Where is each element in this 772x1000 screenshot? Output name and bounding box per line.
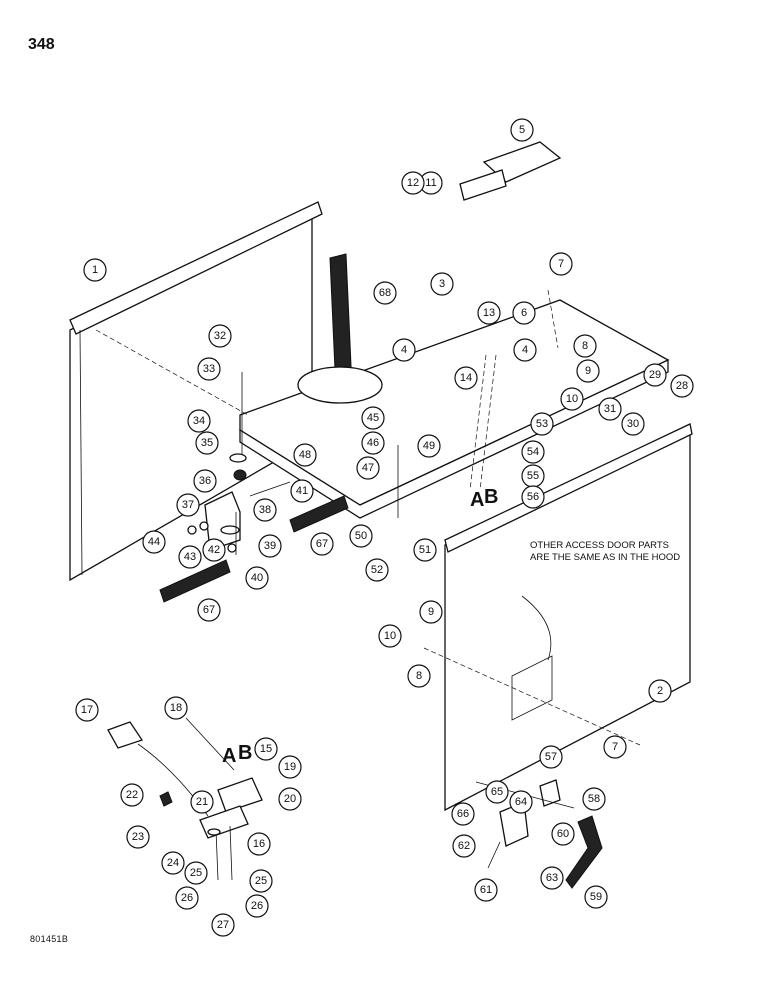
callout-39: 39 — [264, 540, 276, 552]
top-plate — [239, 299, 670, 519]
detail-inset — [107, 717, 263, 881]
section-label-a-upper: A — [470, 489, 484, 511]
callout-61: 61 — [480, 884, 492, 896]
section-label-b-upper: B — [484, 486, 498, 508]
callout-65: 65 — [491, 786, 503, 798]
callout-13: 13 — [483, 307, 495, 319]
callout-10-bottom: 10 — [384, 630, 396, 642]
bracket-assembly — [187, 372, 291, 553]
callout-40: 40 — [251, 572, 263, 584]
callout-50: 50 — [355, 530, 367, 542]
callout-18: 18 — [170, 702, 182, 714]
callout-7-bottom: 7 — [612, 741, 618, 753]
foam-strips-lower — [159, 495, 349, 603]
callout-67-lower: 67 — [203, 604, 215, 616]
callout-26-right: 26 — [251, 900, 263, 912]
callout-26-left: 26 — [181, 892, 193, 904]
callouts: 1 2 3 4 4 5 6 7 7 8 8 9 9 10 10 11 12 13… — [75, 118, 694, 937]
callout-8-bottom: 8 — [416, 670, 422, 682]
callout-23: 23 — [132, 831, 144, 843]
callout-43: 43 — [184, 551, 196, 563]
callout-49: 49 — [423, 440, 435, 452]
callout-12: 12 — [407, 177, 419, 189]
callout-37: 37 — [182, 499, 194, 511]
callout-55: 55 — [527, 470, 539, 482]
callout-25-right: 25 — [255, 875, 267, 887]
callout-64: 64 — [515, 796, 527, 808]
callout-14: 14 — [460, 372, 472, 384]
callout-8-top: 8 — [582, 340, 588, 352]
callout-63: 63 — [546, 872, 558, 884]
callout-3: 3 — [439, 278, 445, 290]
callout-53: 53 — [536, 418, 548, 430]
callout-29: 29 — [649, 369, 661, 381]
callout-67-upper: 67 — [316, 538, 328, 550]
callout-25-left: 25 — [190, 867, 202, 879]
callout-31: 31 — [604, 403, 616, 415]
callout-46: 46 — [367, 437, 379, 449]
callout-36: 36 — [199, 475, 211, 487]
callout-62: 62 — [458, 840, 470, 852]
callout-45: 45 — [367, 412, 379, 424]
callout-16: 16 — [253, 838, 265, 850]
section-label-b-inset: B — [238, 742, 252, 764]
callout-21: 21 — [196, 796, 208, 808]
callout-47: 47 — [362, 462, 374, 474]
callout-17: 17 — [81, 704, 93, 716]
callout-15: 15 — [260, 743, 272, 755]
callout-5: 5 — [519, 124, 525, 136]
callout-58: 58 — [588, 793, 600, 805]
section-label-a-inset: A — [222, 745, 236, 767]
callout-38: 38 — [259, 504, 271, 516]
page-number: 348 — [28, 36, 55, 53]
leader-lines — [95, 289, 641, 746]
callout-60: 60 — [557, 828, 569, 840]
callout-68: 68 — [379, 287, 391, 299]
callout-28: 28 — [676, 380, 688, 392]
callout-20: 20 — [284, 793, 296, 805]
callout-52: 52 — [371, 564, 383, 576]
callout-59: 59 — [590, 891, 602, 903]
callout-35: 35 — [201, 437, 213, 449]
callout-44: 44 — [148, 536, 160, 548]
left-side-panel — [69, 201, 323, 582]
callout-56: 56 — [527, 491, 539, 503]
callout-9-top: 9 — [585, 365, 591, 377]
callout-33: 33 — [203, 363, 215, 375]
access-door-note: OTHER ACCESS DOOR PARTS ARE THE SAME AS … — [530, 540, 681, 563]
callout-22: 22 — [126, 789, 138, 801]
callout-30: 30 — [627, 418, 639, 430]
right-side-panel — [444, 423, 693, 812]
callout-9-bottom: 9 — [428, 606, 434, 618]
callout-34: 34 — [193, 415, 205, 427]
callout-1: 1 — [92, 264, 98, 276]
callout-57: 57 — [545, 751, 557, 763]
callout-48: 48 — [299, 449, 311, 461]
callout-32: 32 — [214, 330, 226, 342]
callout-11: 11 — [425, 177, 436, 189]
callout-27: 27 — [217, 919, 229, 931]
callout-66: 66 — [457, 808, 469, 820]
callout-19: 19 — [284, 761, 296, 773]
callout-7-top: 7 — [558, 258, 564, 270]
callout-4-left: 4 — [401, 344, 407, 356]
drawing-code: 801451B — [30, 934, 69, 944]
callout-2: 2 — [657, 685, 663, 697]
callout-24: 24 — [167, 857, 179, 869]
callout-10-top: 10 — [566, 393, 578, 405]
callout-42: 42 — [208, 544, 220, 556]
callout-41: 41 — [296, 485, 308, 497]
callout-6: 6 — [521, 307, 527, 319]
callout-4-right: 4 — [522, 344, 528, 356]
callout-54: 54 — [527, 446, 539, 458]
callout-51: 51 — [419, 544, 431, 556]
access-door — [459, 141, 562, 201]
